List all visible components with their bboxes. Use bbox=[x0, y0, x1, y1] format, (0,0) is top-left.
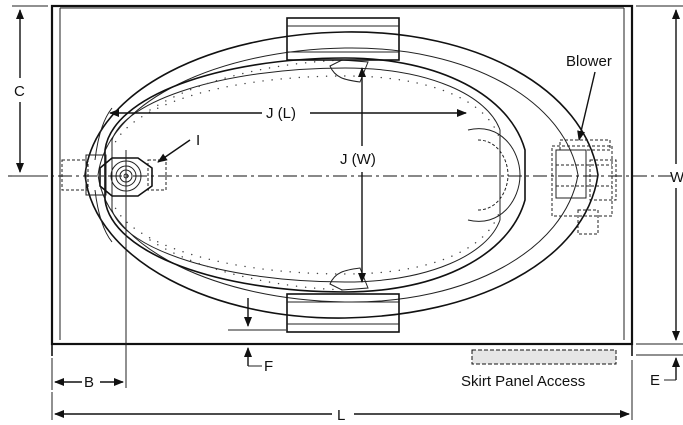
label-e: E bbox=[650, 372, 660, 389]
dimension-l: L bbox=[51, 360, 633, 424]
callout-blower: Blower bbox=[566, 53, 612, 141]
label-jw: J (W) bbox=[340, 151, 376, 168]
label-jl: J (L) bbox=[266, 105, 296, 122]
label-blower: Blower bbox=[566, 53, 612, 70]
label-b: B bbox=[84, 374, 94, 391]
callout-i: I bbox=[157, 132, 200, 163]
dimension-c: C bbox=[12, 5, 48, 177]
skirt-panel-access: Skirt Panel Access bbox=[461, 349, 617, 390]
label-l: L bbox=[337, 407, 345, 424]
dimension-f: F bbox=[228, 298, 286, 375]
dimension-w: W bbox=[636, 5, 683, 345]
label-skirt-panel-access: Skirt Panel Access bbox=[461, 373, 585, 390]
tub-basin bbox=[84, 31, 599, 319]
grab-handle-top bbox=[286, 17, 400, 61]
centerlines bbox=[8, 150, 676, 388]
dimension-jl: J (L) bbox=[109, 105, 467, 122]
blower-unit bbox=[551, 139, 617, 235]
label-c: C bbox=[14, 83, 25, 100]
dimension-e: E bbox=[636, 354, 683, 389]
tub-outline bbox=[50, 4, 634, 356]
label-w: W bbox=[670, 169, 683, 186]
dimension-b: B bbox=[51, 358, 124, 391]
grab-handle-bottom bbox=[286, 293, 400, 333]
label-i: I bbox=[196, 132, 200, 149]
label-f: F bbox=[264, 358, 273, 375]
dimension-jw: J (W) bbox=[340, 67, 376, 283]
